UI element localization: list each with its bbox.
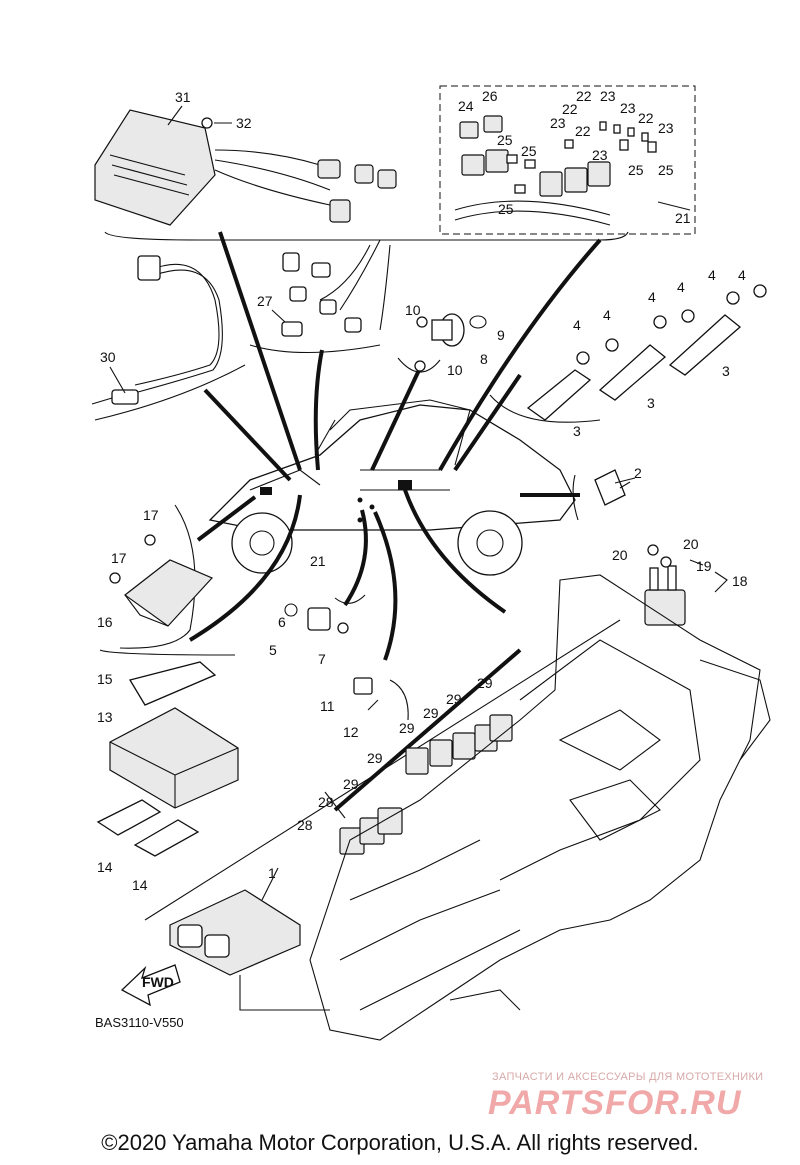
callout-27: 27 bbox=[257, 293, 273, 309]
relay-18-group bbox=[644, 544, 686, 626]
callout-18: 18 bbox=[732, 573, 748, 589]
callout-29: 29 bbox=[367, 750, 383, 766]
fwd-label: FWD bbox=[142, 974, 174, 990]
callout-3: 3 bbox=[722, 363, 730, 379]
callout-21: 21 bbox=[675, 210, 691, 226]
callout-6: 6 bbox=[278, 614, 286, 630]
callout-1: 1 bbox=[268, 865, 276, 881]
callout-labels: 1 2 3 3 3 4 4 4 4 4 4 5 6 7 8 9 10 10 11… bbox=[97, 88, 748, 893]
leader-lines bbox=[188, 231, 602, 812]
callout-14: 14 bbox=[97, 859, 113, 875]
watermark-logo: PARTSFOR.RU bbox=[488, 1084, 742, 1122]
callout-29: 29 bbox=[446, 691, 462, 707]
sensor-lead-group bbox=[91, 255, 223, 405]
callout-25: 25 bbox=[521, 143, 537, 159]
callout-4: 4 bbox=[648, 289, 656, 305]
callout-3: 3 bbox=[573, 423, 581, 439]
callout-15: 15 bbox=[97, 671, 113, 687]
relays-group bbox=[339, 714, 513, 855]
callout-20: 20 bbox=[683, 536, 699, 552]
callout-4: 4 bbox=[738, 267, 746, 283]
sensor-11-group bbox=[353, 677, 379, 711]
callout-7: 7 bbox=[318, 651, 326, 667]
callout-24: 24 bbox=[458, 98, 474, 114]
callout-31: 31 bbox=[175, 89, 191, 105]
callout-16: 16 bbox=[97, 614, 113, 630]
callout-10: 10 bbox=[405, 302, 421, 318]
callout-23: 23 bbox=[600, 88, 616, 104]
callout-14: 14 bbox=[132, 877, 148, 893]
callout-8: 8 bbox=[480, 351, 488, 367]
callout-3: 3 bbox=[647, 395, 655, 411]
callout-4: 4 bbox=[603, 307, 611, 323]
callout-22: 22 bbox=[638, 110, 654, 126]
callout-23: 23 bbox=[620, 100, 636, 116]
callout-10: 10 bbox=[447, 362, 463, 378]
callout-30: 30 bbox=[100, 349, 116, 365]
sensor-2 bbox=[594, 469, 636, 506]
watermark-tagline: ЗАПЧАСТИ И АКСЕССУАРЫ ДЛЯ МОТОТЕХНИКИ bbox=[492, 1071, 764, 1083]
callout-21: 21 bbox=[310, 553, 326, 569]
callout-23: 23 bbox=[592, 147, 608, 163]
callout-25: 25 bbox=[658, 162, 674, 178]
sensor-8-group bbox=[414, 313, 487, 372]
callout-28: 28 bbox=[318, 794, 334, 810]
callout-23: 23 bbox=[658, 120, 674, 136]
callout-12: 12 bbox=[343, 724, 359, 740]
callout-22: 22 bbox=[562, 101, 578, 117]
battery-group bbox=[96, 661, 239, 857]
harness-connector-group bbox=[281, 239, 391, 337]
fwd-arrow: FWD bbox=[120, 964, 181, 1007]
callout-4: 4 bbox=[708, 267, 716, 283]
callout-22: 22 bbox=[576, 88, 592, 104]
callout-28: 28 bbox=[297, 817, 313, 833]
sensor-5-group bbox=[284, 603, 349, 634]
callout-29: 29 bbox=[423, 705, 439, 721]
callout-29: 29 bbox=[477, 675, 493, 691]
callout-17: 17 bbox=[143, 507, 159, 523]
callout-29: 29 bbox=[399, 720, 415, 736]
callout-19: 19 bbox=[696, 558, 712, 574]
callout-11: 11 bbox=[320, 698, 335, 714]
control-unit-16-group bbox=[109, 534, 214, 627]
copyright-notice: ©2020 Yamaha Motor Corporation, U.S.A. A… bbox=[101, 1130, 699, 1155]
relay-fuse-detail-group bbox=[454, 115, 657, 226]
ecu-group bbox=[94, 109, 397, 226]
callout-23: 23 bbox=[550, 115, 566, 131]
callout-25: 25 bbox=[497, 132, 513, 148]
detail-box bbox=[439, 85, 696, 235]
callout-26: 26 bbox=[482, 88, 498, 104]
callout-32: 32 bbox=[236, 115, 252, 131]
callout-25: 25 bbox=[498, 201, 514, 217]
callout-25: 25 bbox=[628, 162, 644, 178]
frame-illustration bbox=[309, 574, 771, 1041]
injectors-group bbox=[526, 284, 767, 421]
callout-29: 29 bbox=[343, 776, 359, 792]
module-1 bbox=[169, 889, 330, 1011]
callout-leaders bbox=[109, 105, 728, 901]
group-brackets bbox=[94, 231, 629, 921]
callout-20: 20 bbox=[612, 547, 628, 563]
callout-4: 4 bbox=[573, 317, 581, 333]
callout-17: 17 bbox=[111, 550, 127, 566]
callout-13: 13 bbox=[97, 709, 113, 725]
callout-22: 22 bbox=[575, 123, 591, 139]
diagram-code: BAS3110-V550 bbox=[95, 1015, 184, 1030]
callout-2: 2 bbox=[634, 465, 642, 481]
callout-9: 9 bbox=[497, 327, 505, 343]
callout-4: 4 bbox=[677, 279, 685, 295]
callout-5: 5 bbox=[269, 642, 277, 658]
